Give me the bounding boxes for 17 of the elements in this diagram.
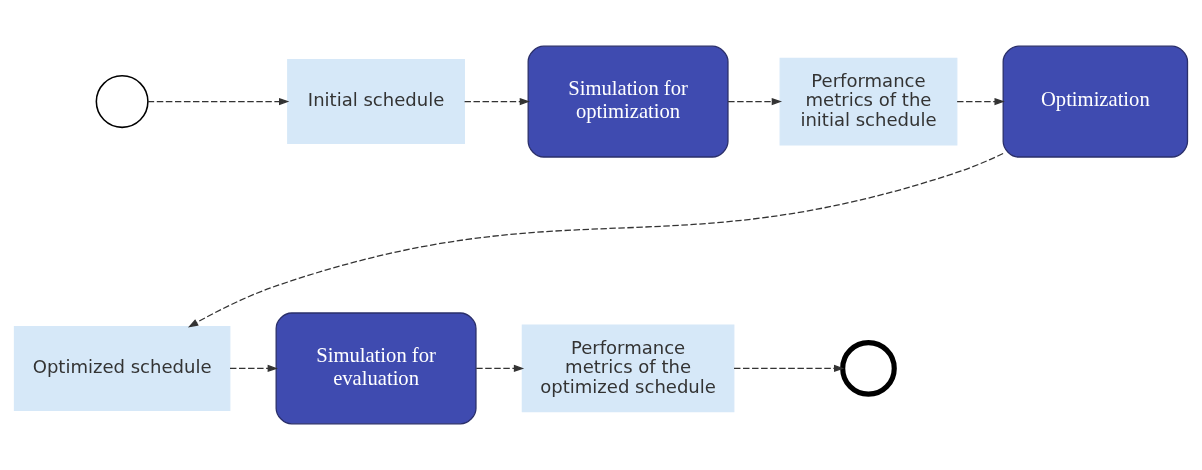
arrow — [147, 97, 290, 106]
arrow — [187, 152, 1004, 328]
node-circle — [840, 340, 897, 397]
node-box: Simulation for evaluation — [275, 312, 477, 425]
node-box: Performance metrics of the optimized schedule — [521, 324, 735, 413]
node-circle — [95, 75, 149, 129]
arrow — [733, 364, 845, 373]
node-box: Performance metrics of the initial schedule — [779, 57, 958, 146]
node-box: Simulation for optimization — [527, 45, 729, 158]
node-box: Initial schedule — [287, 59, 465, 145]
arrow — [475, 364, 525, 373]
arrow — [956, 97, 1005, 106]
node-box: Optimization — [1002, 45, 1189, 158]
node-box: Optimized schedule — [13, 325, 231, 411]
arrow — [229, 364, 278, 373]
arrow — [463, 97, 531, 106]
arrow — [727, 97, 783, 106]
